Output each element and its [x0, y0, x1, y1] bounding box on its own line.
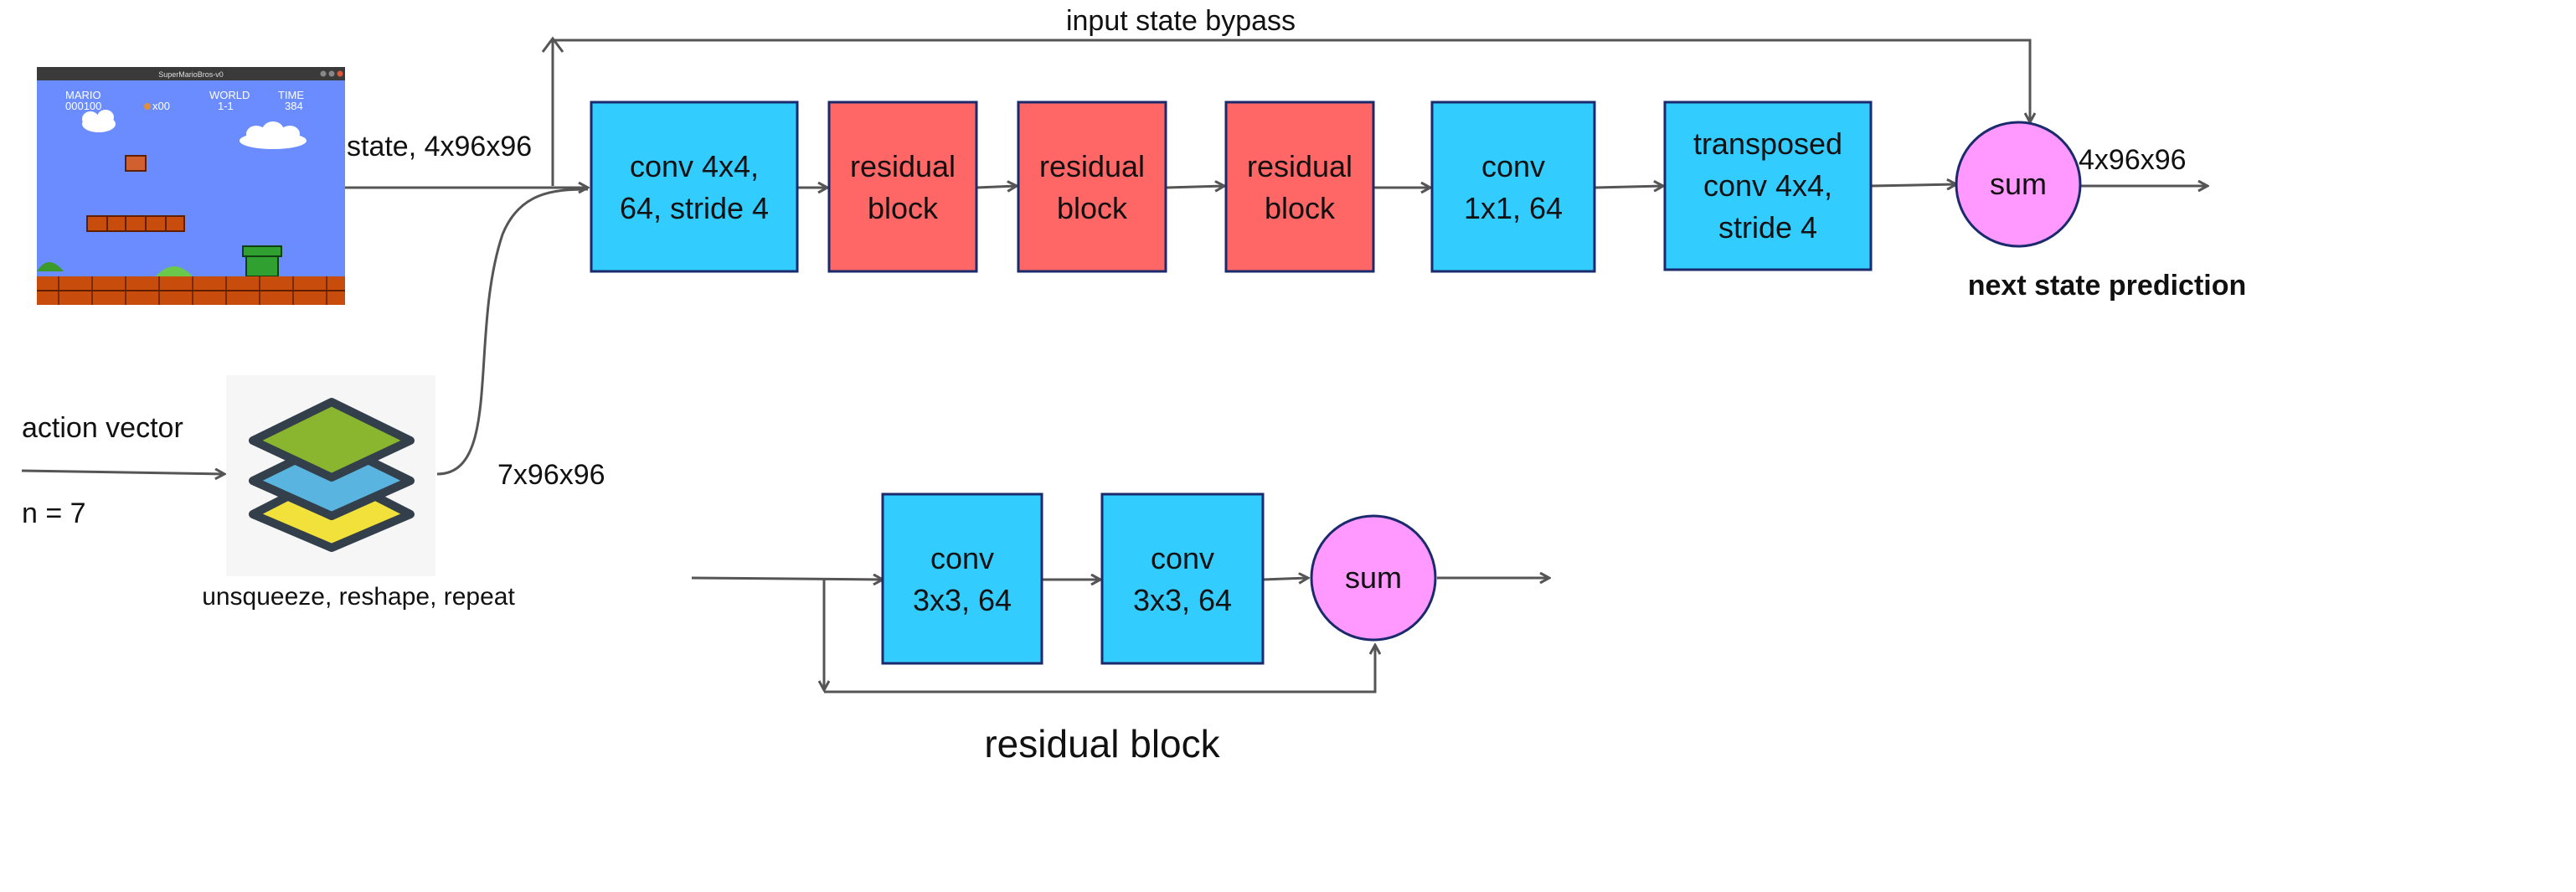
block-connector [976, 186, 1017, 188]
residual-conv-3x3-b: conv 3x3, 64 [1100, 492, 1265, 665]
block-connector [1594, 186, 1663, 188]
block-label-line: conv [1481, 149, 1545, 183]
block-label-line: residual [850, 149, 956, 183]
bush-icon [156, 266, 193, 276]
unsqueeze-label: unsqueeze, reshape, repeat [202, 583, 515, 611]
block-conv-4x4: conv 4x4, 64, stride 4 [590, 101, 799, 273]
hud-score: 000100 [65, 100, 101, 112]
brick-row-icon [86, 215, 185, 232]
action-merge-arrow [436, 188, 589, 476]
question-block-icon [125, 155, 147, 172]
main-connectors [21, 36, 2208, 476]
cloud-icon [82, 110, 116, 132]
residual-input-arrow [691, 578, 883, 580]
state-label: state, 4x96x96 [347, 131, 532, 162]
action-vector-label: action vector [22, 412, 183, 444]
block-label-line: 3x3, 64 [1133, 583, 1232, 617]
hud-world-value: 1-1 [218, 100, 234, 112]
block-connector [1262, 578, 1308, 580]
hud-world-label: WORLD [209, 89, 250, 101]
block-label-line: block [868, 191, 939, 225]
main-pipeline: conv 4x4, 64, stride 4 residual block re… [590, 101, 2082, 273]
sum-label: sum [1990, 167, 2047, 201]
hud-mario-label: MARIO [65, 89, 101, 101]
hud-coins: x00 [152, 100, 170, 112]
hill-icon [37, 262, 64, 271]
block-label-line: transposed [1693, 126, 1842, 161]
cloud-icon [240, 121, 307, 149]
block-residual-1: residual block [827, 101, 978, 273]
block-label-line: conv 4x4, [1703, 168, 1832, 203]
block-label-line: block [1057, 191, 1128, 225]
residual-sum-node: sum [1310, 514, 1437, 642]
action-shape-label: 7x96x96 [497, 459, 605, 491]
block-residual-2: residual block [1017, 101, 1167, 273]
next-state-prediction-label: next state prediction [1968, 270, 2247, 302]
block-transposed-conv: transposed conv 4x4, stride 4 [1663, 101, 1873, 271]
block-label-line: residual [1039, 149, 1145, 183]
residual-block-detail: conv 3x3, 64 conv 3x3, 64 sum residual b… [691, 492, 1549, 766]
block-label-line: residual [1247, 149, 1352, 183]
block-label-line: 3x3, 64 [913, 583, 1012, 617]
hud-time-label: TIME [278, 89, 304, 101]
main-sum-node: sum [1955, 121, 2082, 248]
action-vector-arrow [21, 471, 224, 474]
block-residual-3: residual block [1224, 101, 1375, 273]
game-screenshot: SuperMarioBros-v0 MARIO 000100 x00 WORLD… [37, 67, 345, 305]
game-window-title: SuperMarioBros-v0 [158, 70, 224, 79]
pipe-icon [242, 245, 282, 277]
bypass-arrow [551, 39, 2030, 186]
block-connector [1870, 184, 1956, 186]
block-label-line: conv 4x4, [630, 149, 759, 183]
game-window-titlebar [37, 67, 345, 80]
coin-icon [144, 103, 151, 110]
ground-bricks [37, 276, 345, 305]
layers-icon [226, 375, 435, 576]
output-shape-label: 4x96x96 [2079, 144, 2187, 176]
n-label: n = 7 [22, 498, 86, 529]
block-label-line: block [1265, 191, 1336, 225]
residual-conv-3x3-a: conv 3x3, 64 [881, 492, 1043, 665]
block-conv-1x1: conv 1x1, 64 [1430, 101, 1596, 273]
block-label-line: 1x1, 64 [1464, 191, 1563, 225]
hud-time-value: 384 [285, 100, 303, 112]
block-label-line: stride 4 [1718, 210, 1817, 245]
window-close-icon [337, 70, 343, 77]
block-label-line: conv [930, 541, 994, 575]
bypass-up-arrow-icon [541, 36, 564, 53]
bypass-label: input state bypass [1066, 5, 1296, 37]
residual-block-title: residual block [984, 722, 1220, 766]
block-label-line: conv [1151, 541, 1214, 575]
block-connector [1165, 186, 1224, 188]
game-sky [37, 67, 345, 305]
residual-skip-arrow [824, 645, 1375, 693]
block-label-line: 64, stride 4 [620, 191, 769, 225]
sum-label: sum [1345, 560, 1402, 595]
window-button-icon [328, 70, 335, 77]
window-button-icon [320, 70, 327, 77]
game-hud: MARIO 000100 x00 WORLD 1-1 TIME 384 [65, 89, 304, 112]
